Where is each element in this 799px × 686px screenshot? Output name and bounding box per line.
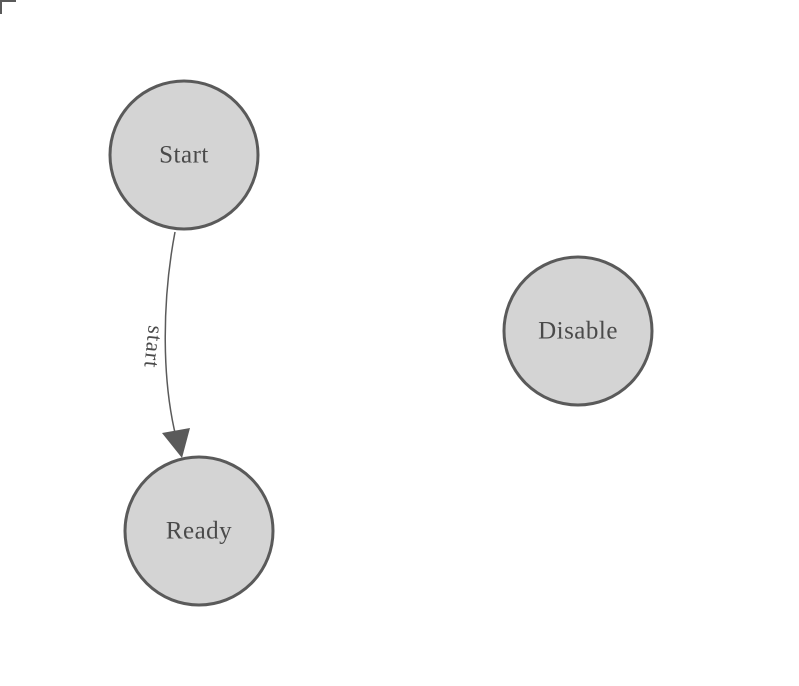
edge-label[interactable]: start [139, 324, 168, 369]
state-node-disable[interactable]: Disable [502, 255, 654, 407]
state-circle [502, 255, 654, 407]
state-label: Start [159, 142, 209, 169]
state-circle [123, 455, 275, 607]
edge-start-to-ready[interactable]: start [139, 231, 190, 458]
edge-line[interactable] [164, 231, 182, 456]
state-label: Ready [166, 518, 232, 545]
state-circle [108, 79, 260, 231]
corner-bracket-mark [0, 0, 16, 14]
state-node-start[interactable]: Start [108, 79, 260, 231]
state-node-ready[interactable]: Ready [123, 455, 275, 607]
edge-arrowhead-icon [162, 428, 190, 458]
state-label: Disable [538, 318, 618, 345]
